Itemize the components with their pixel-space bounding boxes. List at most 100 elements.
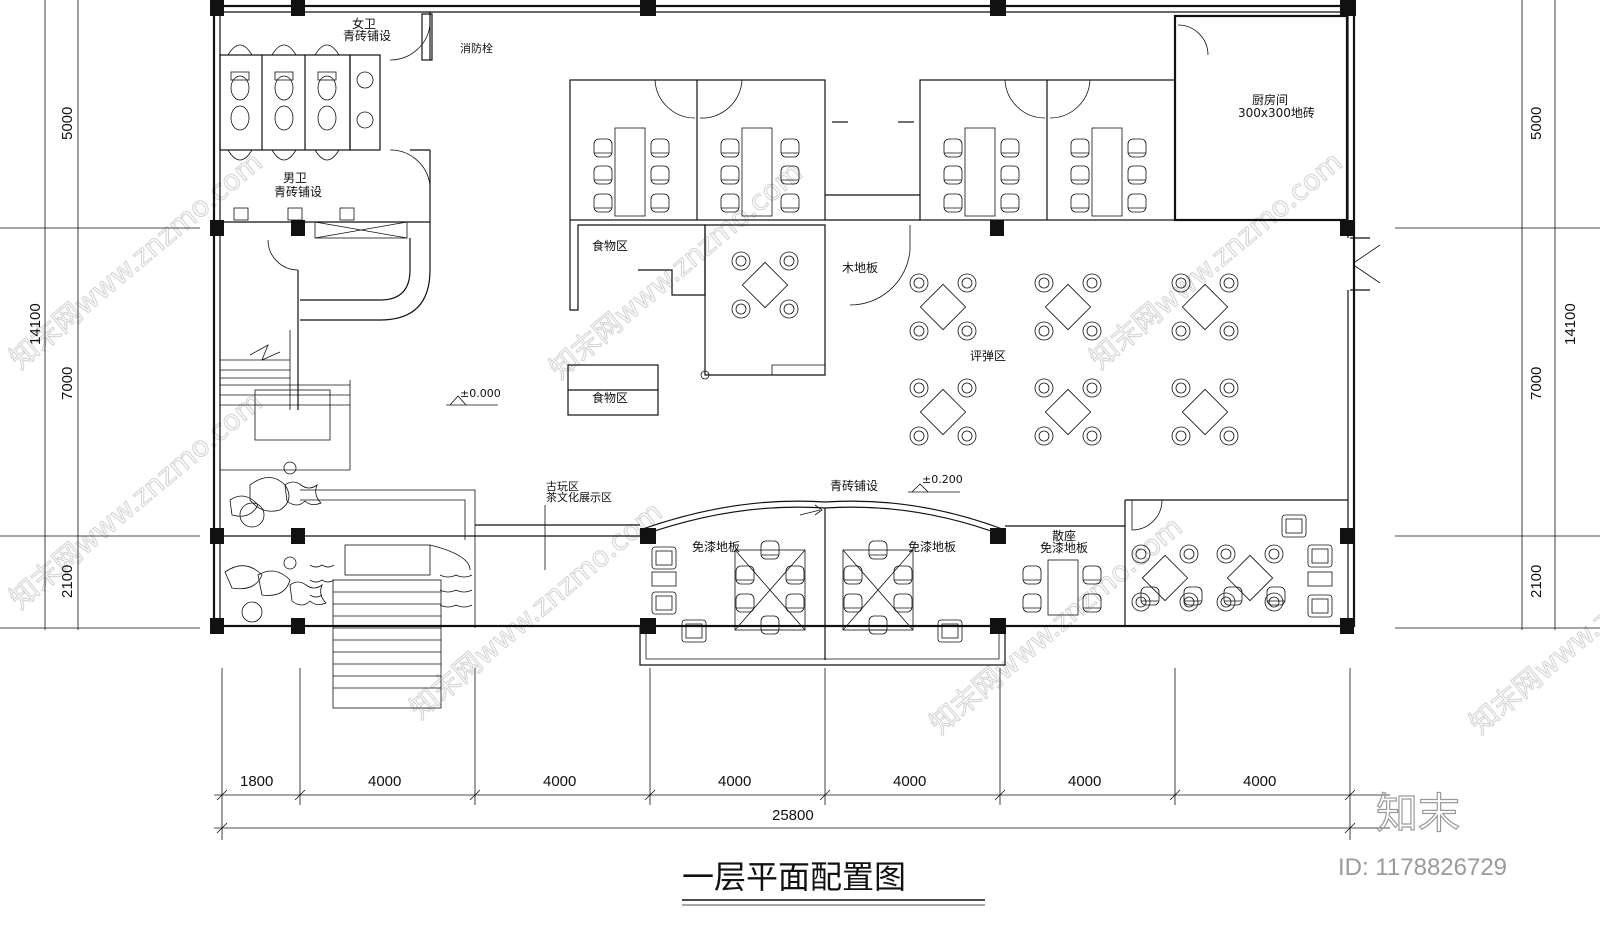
drawing-title: 一层平面配置图 (682, 858, 985, 906)
bottom-dim-4000-d: 4000 (893, 773, 926, 790)
watermark-site-text: 知末网www.znzmo.com (1463, 510, 1600, 740)
chair (1070, 138, 1090, 158)
chair (785, 565, 805, 585)
left-dim-2100: 2100 (59, 565, 76, 598)
private-rooms-top (569, 79, 1176, 221)
chair (1000, 193, 1020, 213)
bottom-dim-4000-c: 4000 (718, 773, 751, 790)
chair (868, 540, 888, 560)
chair (650, 138, 670, 158)
watermark-id-text: ID: 1178826729 (1338, 854, 1507, 881)
bottom-dim-4000-e: 4000 (1068, 773, 1101, 790)
square-table-set (731, 251, 799, 319)
watermark-site-text: 知末网www.znzmo.com (543, 155, 808, 385)
private-rooms-bottom: 免漆地板 免漆地板 青砖铺设 ±0.200 古玩区 茶文化展示区 (475, 473, 1006, 666)
chair (1082, 593, 1102, 613)
chair (780, 193, 800, 213)
chair (650, 193, 670, 213)
chair (650, 165, 670, 185)
tea-culture-label: 茶文化展示区 (546, 490, 612, 504)
bottom-dim-4000-f: 4000 (1243, 773, 1276, 790)
chair (720, 165, 740, 185)
square-table-set (909, 273, 977, 341)
toilet-block: 女卫 青砖铺设 消防栓 男卫 青砖铺设 (219, 12, 493, 222)
chair (1223, 586, 1243, 606)
food-area-2-label: 食物区 (592, 390, 628, 405)
antique-area-label: 古玩区 (546, 480, 579, 493)
chair (1070, 165, 1090, 185)
chair (843, 565, 863, 585)
chair (1022, 593, 1042, 613)
level-zero-label: ±0.000 (460, 387, 501, 400)
chair (780, 138, 800, 158)
wood-floor-label: 木地板 (842, 261, 878, 275)
level-200-label: ±0.200 (922, 473, 963, 486)
chair (720, 193, 740, 213)
left-dimensions: 5000 14100 7000 2100 (0, 0, 200, 630)
bottom-dim-4000-b: 4000 (543, 773, 576, 790)
loose-seat-area: 散座 免漆地板 (1005, 499, 1348, 626)
chair (1127, 193, 1147, 213)
right-dim-5000: 5000 (1528, 107, 1545, 140)
chair (893, 593, 913, 613)
chair (1127, 138, 1147, 158)
right-dim-14100: 14100 (1562, 303, 1579, 345)
square-table-set (1171, 273, 1239, 341)
free-paint-floor-2-label: 免漆地板 (908, 539, 956, 554)
kitchen-label: 厨房间 (1252, 92, 1288, 107)
fire-hydrant-label: 消防栓 (460, 41, 493, 55)
chair (760, 615, 780, 635)
loose-seats-label: 散座 (1052, 528, 1076, 543)
left-dim-5000: 5000 (59, 107, 76, 140)
female-wc-floor-label: 青砖铺设 (343, 28, 391, 43)
chair (1022, 565, 1042, 585)
watermark-site-text: 知末网www.znzmo.com (1083, 145, 1348, 375)
chair (1140, 586, 1160, 606)
chair (1000, 165, 1020, 185)
armchairs (651, 514, 1333, 643)
chair (593, 193, 613, 213)
chair (785, 593, 805, 613)
bottom-dim-4000-a: 4000 (368, 773, 401, 790)
chair (1266, 586, 1286, 606)
bottom-dim-1800: 1800 (240, 773, 273, 790)
left-dim-14100: 14100 (27, 303, 44, 345)
chair (780, 165, 800, 185)
brand-watermark: 知末 ID: 1178826729 (1338, 788, 1507, 881)
chair (593, 138, 613, 158)
pingtan-area-label: 评弹区 (970, 349, 1006, 363)
brick-paving-label: 青砖铺设 (830, 478, 878, 493)
chair (760, 540, 780, 560)
male-wc-floor-label: 青砖铺设 (274, 184, 322, 199)
chair (1082, 565, 1102, 585)
left-dim-7000: 7000 (59, 367, 76, 400)
food-area: 食物区 食物区 木地板 (567, 220, 911, 416)
female-wc-label: 女卫 (352, 16, 376, 31)
kitchen: 厨房间 300x300地砖 (1173, 14, 1381, 291)
male-wc-label: 男卫 (283, 171, 307, 185)
chair (843, 593, 863, 613)
brand-logo-text: 知末 (1376, 789, 1460, 838)
landscape-plants (224, 461, 335, 623)
watermark-layer: 知末网www.znzmo.com 知末网www.znzmo.com 知末网www… (3, 145, 1600, 741)
kitchen-floor-label: 300x300地砖 (1238, 105, 1315, 120)
chair (1127, 165, 1147, 185)
dining-tables-top (614, 127, 1123, 217)
chair (593, 165, 613, 185)
entrance-steps (220, 489, 640, 709)
chair (1183, 586, 1203, 606)
square-table-set (1171, 378, 1239, 446)
bottom-dim-total: 25800 (772, 807, 814, 824)
right-dimensions: 5000 14100 7000 2100 (1395, 0, 1600, 630)
watermark-site-text: 知末网www.znzmo.com (403, 495, 668, 725)
pingtan-tables (731, 251, 1284, 612)
square-table-set (1034, 378, 1102, 446)
corridor-and-stair: ±0.000 (220, 221, 501, 471)
chair (735, 565, 755, 585)
right-dim-2100: 2100 (1528, 565, 1545, 598)
free-paint-floor-3-label: 免漆地板 (1040, 540, 1088, 555)
right-dim-7000: 7000 (1528, 367, 1545, 400)
chair (943, 138, 963, 158)
free-paint-floor-1-label: 免漆地板 (692, 539, 740, 554)
